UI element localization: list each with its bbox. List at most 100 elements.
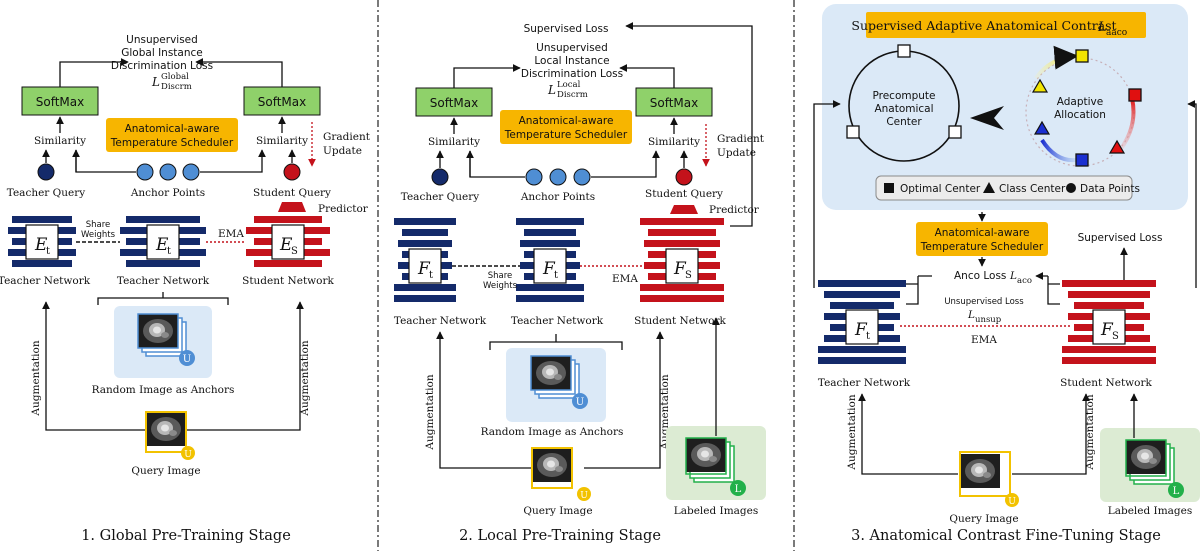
similarity-label-teacher-2: Similarity (428, 136, 480, 148)
labeled-images-label-3: Labeled Images (1108, 505, 1193, 517)
anchor-point-2-2 (549, 168, 567, 186)
panel-local-pretraining: Supervised Loss Unsupervised Local Insta… (394, 22, 766, 544)
enc-sym: F (1100, 320, 1114, 340)
enc-sym: F (673, 259, 687, 279)
predictor-label: Predictor (318, 203, 369, 215)
class-center-blue (1033, 120, 1051, 135)
optimal-center-top (897, 44, 911, 58)
query-image-label: Query Image (131, 465, 200, 477)
local-loss-sub: Discrm (557, 90, 588, 100)
aug-label-right-3: Augmentation (1084, 394, 1096, 470)
similarity-label-student: Similarity (256, 135, 308, 147)
temperature-scheduler-box-3 (916, 222, 1048, 256)
labeled-image-stack-2 (685, 437, 735, 483)
precompute-line3: Center (886, 116, 922, 128)
anchor-point-2-1 (525, 168, 543, 186)
query-image-label-3: Query Image (949, 513, 1018, 525)
arrow-teacher-to-aaco (813, 100, 841, 288)
anchor-point-3 (182, 163, 200, 181)
caption-stage-3: 3. Anatomical Contrast Fine-Tuning Stage (851, 528, 1161, 544)
legend-data-points: Data Points (1080, 183, 1140, 195)
global-loss-sub: Discrm (161, 82, 192, 92)
student-network-label-2: Student Network (634, 315, 726, 327)
enc-sub: t (167, 246, 171, 257)
gradient-line1: Gradient (323, 131, 371, 143)
aug-label-right: Augmentation (299, 340, 311, 416)
teacher-query-label-2: Teacher Query (401, 191, 479, 203)
share-weights-line1: Share (86, 220, 111, 230)
enc-sym: E (34, 235, 48, 255)
aug-left-arrow-2 (436, 331, 532, 469)
teacher-network-label-2a: Teacher Network (394, 315, 487, 327)
predictor-block-2 (670, 205, 698, 214)
class-center-yellow (1031, 78, 1049, 93)
anco-loss-sub: aco (1017, 276, 1032, 286)
softmax-box-student-2 (635, 87, 713, 117)
adaptive-line2: Allocation (1054, 109, 1106, 121)
temperature-scheduler-box-2 (500, 110, 632, 144)
scheduler-line2: Temperature Scheduler (110, 137, 234, 149)
labeled-image-stack-3 (1125, 439, 1175, 485)
query-image-2 (531, 447, 573, 489)
global-loss-symbol: L (151, 75, 160, 89)
badge-u-anchor-2-text: U (576, 397, 584, 408)
badge-u-query-3 (1005, 493, 1019, 507)
global-loss-sup: Global (161, 72, 189, 82)
enc-sub: t (429, 270, 433, 281)
enc-sub: t (46, 246, 50, 257)
aug-right-arrow-2 (584, 331, 664, 469)
class-center-red (1108, 139, 1126, 154)
query-image-3 (959, 451, 1011, 497)
panel-global-pretraining: Unsupervised Global Instance Discriminat… (0, 34, 371, 544)
global-loss-line2: Global Instance (121, 47, 203, 59)
student-network-label-3: Student Network (1060, 377, 1152, 389)
aaco-container (822, 4, 1188, 210)
aug-label-left: Augmentation (30, 340, 42, 416)
random-anchors-label-2: Random Image as Anchors (481, 426, 624, 438)
badge-u-query-2-text: U (580, 491, 588, 501)
similarity-label-student-2: Similarity (648, 136, 700, 148)
supervised-loss-label-3: Supervised Loss (1078, 232, 1163, 244)
labeled-images-label-2: Labeled Images (674, 505, 759, 517)
panel-finetuning: Supervised Adaptive Anatomical Contrast … (813, 4, 1200, 544)
precompute-line1: Precompute (872, 90, 935, 102)
adaptive-line1: Adaptive (1057, 96, 1103, 108)
unsup-loss-sub: unsup (975, 315, 1002, 325)
transform-arrow (970, 106, 1004, 130)
supervised-loss-label: Supervised Loss (524, 23, 609, 35)
teacher-query-label: Teacher Query (7, 187, 85, 199)
enc-sub: t (866, 331, 870, 342)
softmax-label-student: SoftMax (258, 95, 307, 109)
badge-l-2-text: L (735, 484, 742, 495)
enc-sym: E (279, 235, 293, 255)
enc-sub: S (1112, 331, 1119, 342)
aug-right-arrow-3 (1012, 393, 1090, 475)
ema-label-2: EMA (612, 273, 638, 285)
share-weights-line2: Weights (81, 230, 116, 240)
similarity-label-teacher: Similarity (34, 135, 86, 147)
teacher-encoder-3: F t (818, 280, 906, 364)
student-query-dot-2 (675, 168, 693, 186)
local-loss-sup: Local (557, 80, 581, 90)
gradient-2-line2: Update (717, 147, 756, 159)
enc-sym: F (854, 320, 868, 340)
gradient-line2: Update (323, 145, 362, 157)
anchor-point-2 (159, 163, 177, 181)
gradient-2-line1: Gradient (717, 133, 765, 145)
predictor-block (278, 202, 306, 212)
arrow-student-to-aaco (1187, 100, 1197, 288)
student-loss-bracket (1036, 276, 1060, 305)
softmax-label-student-2: SoftMax (650, 96, 699, 110)
global-loss-line1: Unsupervised (126, 34, 198, 46)
enc-sym: F (417, 259, 431, 279)
legend-triangle-icon (983, 182, 995, 193)
teacher-network-label-2: Teacher Network (117, 275, 210, 287)
share-weights-2-line1: Share (488, 271, 513, 281)
anco-loss-symbol: L (1009, 270, 1017, 282)
temperature-scheduler-box (106, 118, 238, 152)
optimal-center-right (948, 125, 962, 139)
softmax-box-teacher-2 (415, 87, 493, 117)
badge-u-query-text: U (184, 450, 192, 460)
badge-u-query-2 (577, 487, 591, 501)
query-image (145, 411, 187, 453)
